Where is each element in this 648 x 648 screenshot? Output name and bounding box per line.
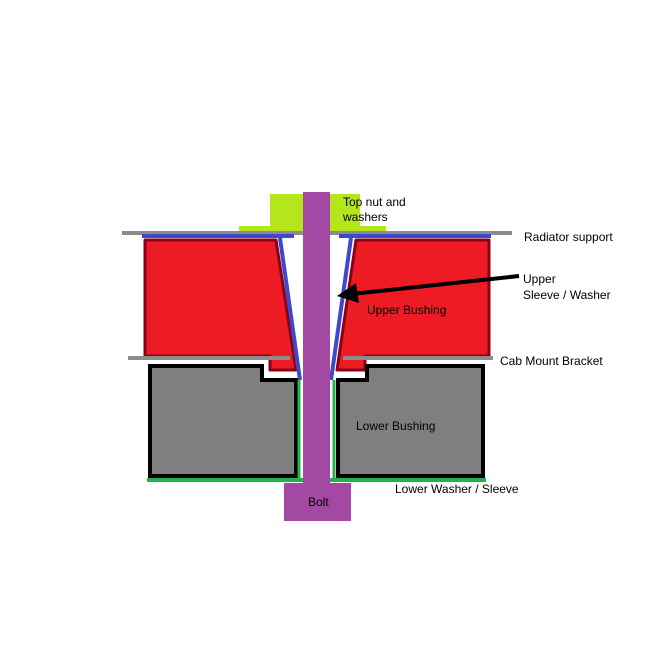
label-top-nut: Top nut and washers <box>342 195 409 224</box>
label-upper-sleeve-line2: Sleeve / Washer <box>523 288 611 302</box>
label-cab-mount-bracket: Cab Mount Bracket <box>500 354 603 368</box>
label-upper-sleeve-line1: Upper <box>523 272 556 286</box>
label-bolt: Bolt <box>308 495 329 509</box>
arrow-shaft <box>351 274 520 296</box>
label-lower-washer: Lower Washer / Sleeve <box>395 482 519 496</box>
label-top-nut-line1: Top nut and <box>343 195 406 209</box>
bolt-head <box>284 483 351 521</box>
label-upper-bushing: Upper Bushing <box>367 303 446 317</box>
top-washer-left <box>239 226 303 231</box>
bolt-shaft <box>303 192 330 484</box>
top-nut-left <box>270 194 303 230</box>
label-top-nut-line2: washers <box>342 210 388 224</box>
label-lower-bushing: Lower Bushing <box>356 419 435 433</box>
top-washer-right <box>330 226 386 231</box>
arrow-head <box>337 283 359 303</box>
upper-sleeve-right <box>329 237 353 381</box>
label-upper-sleeve: Upper Sleeve / Washer <box>523 272 611 302</box>
upper-sleeve-left <box>278 237 302 381</box>
label-radiator-support: Radiator support <box>524 230 613 244</box>
top-nut-right <box>330 194 360 230</box>
upper-bushing-left <box>143 238 298 372</box>
lower-bushing-right <box>336 364 485 478</box>
lower-bushing-left <box>148 364 298 478</box>
